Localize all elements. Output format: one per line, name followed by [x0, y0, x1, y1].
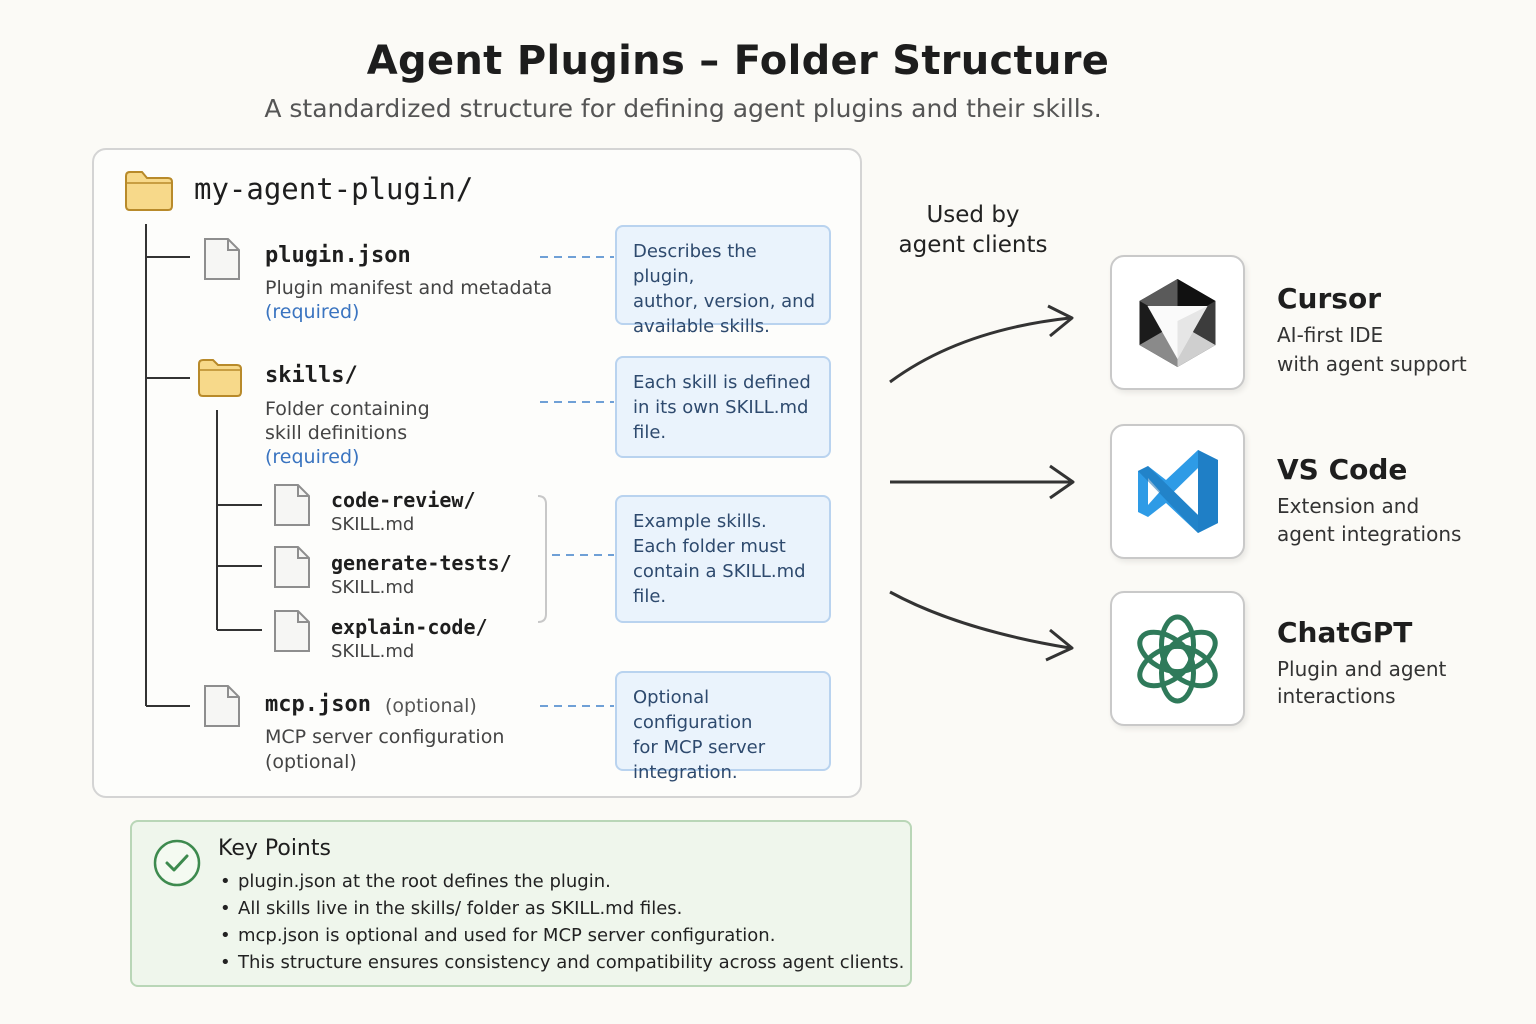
- vscode-logo-icon: [1138, 450, 1218, 533]
- skills-required-tag: (required): [265, 446, 360, 468]
- skill-generate-tests-name: generate-tests/: [331, 551, 512, 575]
- vscode-card: [1110, 424, 1245, 559]
- chatgpt-desc-line1: Plugin and agent: [1277, 657, 1447, 681]
- callout-skills-line: Each skill is defined: [633, 372, 811, 393]
- key-point-item: This structure ensures consistency and c…: [218, 949, 904, 976]
- callout-skills-line: file.: [633, 422, 667, 443]
- skill-code-review-name: code-review/: [331, 488, 476, 512]
- callout-mcp-line: Optional configuration: [633, 687, 753, 733]
- key-point-item: mcp.json is optional and used for MCP se…: [218, 922, 904, 949]
- key-point-item: All skills live in the skills/ folder as…: [218, 895, 904, 922]
- checkmark-icon: [153, 839, 201, 887]
- callout-examples-line: file.: [633, 586, 667, 607]
- used-by-line1: Used by: [926, 202, 1020, 228]
- used-by-label: Used by agent clients: [888, 200, 1058, 260]
- callout-examples-line: contain a SKILL.md: [633, 561, 806, 582]
- vscode-desc-line1: Extension and: [1277, 494, 1420, 518]
- key-point-item: plugin.json at the root defines the plug…: [218, 868, 904, 895]
- cursor-logo-icon: [1139, 279, 1216, 367]
- callout-examples-line: Example skills.: [633, 511, 767, 532]
- cursor-card: [1110, 255, 1245, 390]
- page-subtitle: A standardized structure for defining ag…: [264, 94, 1102, 123]
- skills-folder-name: skills/: [265, 363, 358, 388]
- generate-tests-file-icon: [274, 546, 310, 588]
- plugin-json-file-icon: [204, 238, 240, 280]
- callout-mcp: Optional configuration for MCP server in…: [615, 671, 831, 783]
- plugin-json-required-tag: (required): [265, 301, 360, 323]
- callout-plugin: Describes the plugin, author, version, a…: [615, 225, 831, 337]
- skill-explain-code-name: explain-code/: [331, 615, 488, 639]
- skill-explain-code-file: SKILL.md: [331, 641, 415, 662]
- cursor-name: Cursor: [1277, 282, 1382, 315]
- chatgpt-logo-icon: [1137, 614, 1218, 704]
- callout-plugin-line: author, version, and: [633, 291, 815, 312]
- mcp-json-name: mcp.json: [265, 692, 371, 717]
- mcp-json-optional-inline: (optional): [385, 695, 477, 717]
- chatgpt-name: ChatGPT: [1277, 616, 1413, 649]
- callout-examples: Example skills. Each folder must contain…: [615, 495, 831, 623]
- explain-code-file-icon: [274, 610, 310, 652]
- cursor-desc-line2: with agent support: [1277, 352, 1467, 376]
- key-points-title: Key Points: [218, 836, 331, 861]
- page-title: Agent Plugins – Folder Structure: [366, 38, 1110, 84]
- callout-plugin-line: Describes the plugin,: [633, 241, 757, 287]
- callout-plugin-line: available skills.: [633, 316, 770, 337]
- callout-skills-line: in its own SKILL.md: [633, 397, 809, 418]
- vscode-desc-line2: agent integrations: [1277, 522, 1462, 546]
- plugin-json-name: plugin.json: [265, 243, 411, 268]
- root-folder-icon: [125, 171, 173, 211]
- used-by-line2: agent clients: [898, 232, 1048, 258]
- root-folder-name: my-agent-plugin/: [194, 172, 474, 206]
- mcp-json-file-icon: [204, 685, 240, 727]
- cursor-desc-line1: AI-first IDE: [1277, 323, 1384, 347]
- vscode-name: VS Code: [1277, 453, 1408, 486]
- skill-generate-tests-file: SKILL.md: [331, 577, 415, 598]
- skill-code-review-file: SKILL.md: [331, 514, 415, 535]
- callout-mcp-line: integration.: [633, 762, 738, 783]
- callout-skills: Each skill is defined in its own SKILL.m…: [615, 356, 831, 458]
- skills-desc-line2: skill definitions: [265, 422, 408, 444]
- code-review-file-icon: [274, 484, 310, 526]
- key-points-list: plugin.json at the root defines the plug…: [218, 868, 904, 976]
- chatgpt-desc-line2: interactions: [1277, 684, 1396, 708]
- skills-desc-line1: Folder containing: [265, 398, 430, 420]
- chatgpt-card: [1110, 591, 1245, 726]
- callout-mcp-line: for MCP server: [633, 737, 766, 758]
- skills-folder-icon: [198, 359, 242, 397]
- plugin-json-desc: Plugin manifest and metadata: [265, 277, 553, 299]
- mcp-json-desc: MCP server configuration: [265, 726, 505, 748]
- mcp-json-optional-tag: (optional): [265, 751, 357, 773]
- callout-examples-line: Each folder must: [633, 536, 786, 557]
